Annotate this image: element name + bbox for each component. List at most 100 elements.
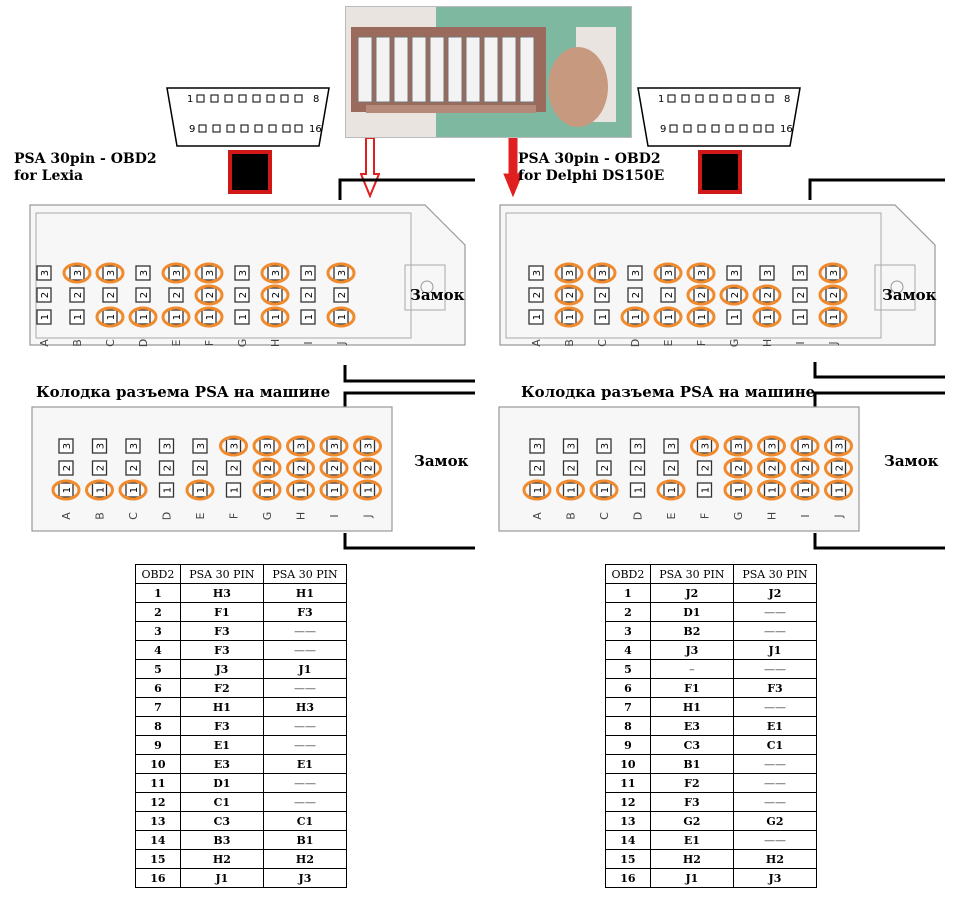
pin-A3: 3 [528,265,544,281]
psa-pin-cell: J2 [732,583,818,603]
lock-label-left-bottom: Замок [414,452,469,470]
psa-pin-cell: F2 [649,773,734,793]
lock-label-right-top: Замок [882,286,937,304]
column-letter: B [71,339,84,347]
obd2-pin-cell: 12 [605,792,651,812]
svg-text:2: 2 [734,465,745,471]
svg-text:2: 2 [62,465,73,471]
svg-text:1: 1 [829,314,840,320]
svg-text:1: 1 [297,487,308,493]
svg-text:3: 3 [139,270,150,276]
obd2-pin-cell: 8 [605,716,651,736]
arrow-down-icon [503,138,523,198]
column-letter: D [137,339,150,347]
psa-pin-cell: D1 [649,602,734,622]
psa-pin-cell: B3 [179,830,264,850]
pin-F1: 1 [194,306,224,328]
psa-pin-cell: F3 [649,792,734,812]
highlight-ring [556,479,585,501]
column-letter: J [335,341,348,345]
pin-D1: 1 [629,482,646,498]
pin-C1: 1 [594,309,610,325]
highlight-ring [353,479,382,501]
column-letter: G [732,512,745,521]
pin-C1: 1 [118,479,148,501]
pin-H2: 2 [757,457,786,479]
obd-pin-label: 16 [309,124,322,135]
svg-text:1: 1 [196,487,207,493]
pin-H2: 2 [260,284,290,306]
svg-text:2: 2 [600,465,611,471]
obd2-pin-cell: 4 [135,640,181,660]
column-letter: I [302,341,315,344]
pin-B3: 3 [91,438,108,454]
pin-H2: 2 [752,284,782,306]
column-letter: E [662,339,675,346]
psa-pin-cell: H1 [262,583,348,603]
svg-text:3: 3 [238,270,249,276]
pin-E3: 3 [161,262,191,284]
svg-text:1: 1 [364,487,375,493]
svg-text:3: 3 [263,443,274,449]
obd2-pin-cell: 16 [605,868,651,888]
svg-text:3: 3 [73,270,84,276]
psa-pin-cell: J1 [179,868,264,888]
highlight-ring [752,306,782,328]
pin-F3: 3 [194,262,224,284]
pin-E3: 3 [192,438,208,454]
highlight-ring [752,284,782,306]
obd2-pin-cell: 16 [135,868,181,888]
highlight-ring [319,457,349,479]
pin-I2: 2 [792,287,808,303]
pin-B1: 1 [554,306,584,328]
svg-text:3: 3 [730,270,741,276]
pin-G1: 1 [723,479,753,501]
psa-pin-cell: H1 [649,697,734,717]
column-letter: C [104,339,117,347]
psa-pin-cell: —— [732,773,818,793]
pin-D2: 2 [629,460,646,476]
svg-text:2: 2 [297,465,308,471]
highlight-ring [260,306,290,328]
obd-cable-left [228,150,272,194]
column-letter: E [665,512,678,519]
column-header: OBD2 [605,564,651,584]
svg-text:1: 1 [129,487,140,493]
psa-pin-cell: —— [262,678,348,698]
column-header: OBD2 [135,564,181,584]
column-letter: C [596,339,609,347]
psa-pin-cell: —— [262,621,348,641]
psa-pin-cell: G2 [732,811,818,831]
highlight-ring [185,479,215,501]
svg-text:3: 3 [598,270,609,276]
pin-H3: 3 [757,435,786,457]
pin-F2: 2 [194,284,224,306]
pin-D1: 1 [620,306,650,328]
pin-B3: 3 [62,262,92,284]
svg-text:2: 2 [533,465,544,471]
highlight-ring [686,284,716,306]
highlight-ring [252,479,282,501]
left-title: PSA 30pin - OBD2 for Lexia [14,151,157,185]
svg-text:2: 2 [304,292,315,298]
highlight-ring [554,284,584,306]
pin-B2: 2 [69,287,85,303]
highlight-ring [818,306,848,328]
svg-text:2: 2 [567,465,578,471]
svg-text:2: 2 [205,292,216,298]
highlight-ring [95,306,125,328]
pin-D3: 3 [627,265,643,281]
obd2-pin-cell: 15 [605,849,651,869]
svg-text:3: 3 [835,443,846,449]
pin-G1: 1 [234,309,250,325]
psa-pin-cell: F1 [649,678,734,698]
pin-J3: 3 [326,262,356,284]
